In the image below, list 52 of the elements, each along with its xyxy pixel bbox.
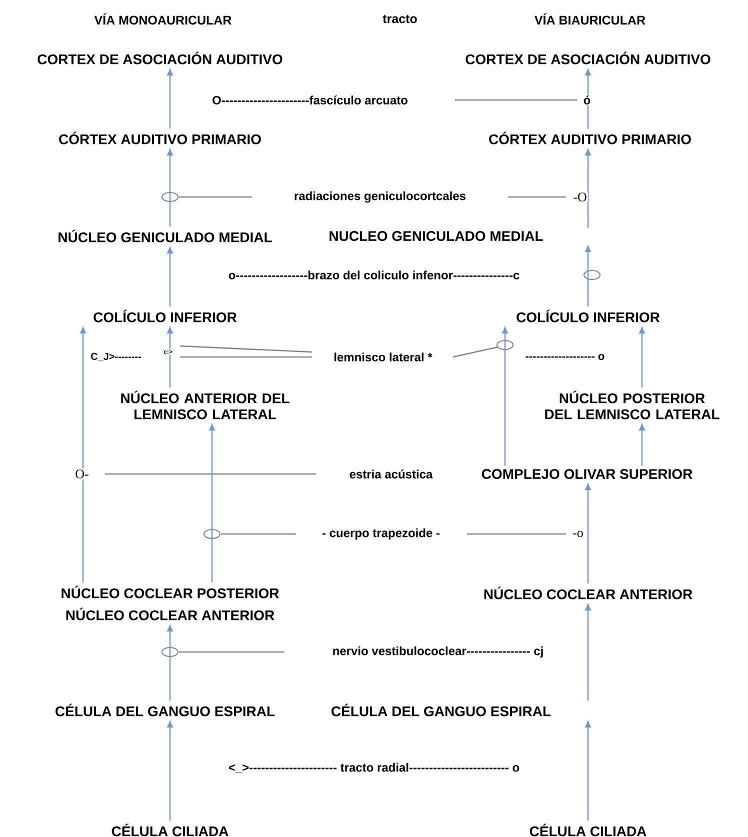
arrow bbox=[167, 247, 173, 307]
tract-label: estria acústica bbox=[348, 468, 434, 480]
tract-label: VÍA MONOAURICULAR bbox=[93, 12, 233, 26]
station-label: COLÍCULO INFERIOR bbox=[94, 310, 237, 322]
tract-label: o------------------brazo del coliculo infenor---------------c bbox=[227, 270, 521, 280]
station-label: COMPLEJO OLIVAR SUPERIOR bbox=[482, 469, 692, 479]
arrow bbox=[167, 69, 173, 129]
station-label: NÚCLEO COCLEAR ANTERIOR bbox=[484, 586, 692, 600]
tract-label: lemnisco lateral * bbox=[332, 352, 434, 362]
arrow bbox=[585, 69, 591, 129]
arrow bbox=[585, 149, 591, 228]
arrow bbox=[585, 604, 591, 701]
tract-label: tracto bbox=[382, 14, 418, 24]
station-label: CORTEX DE ASOCIACIÓN AUDITIVO bbox=[38, 52, 282, 64]
arrow bbox=[167, 721, 173, 821]
tract-label: - cuerpo trapezoide - bbox=[321, 527, 441, 541]
arrow bbox=[502, 327, 508, 466]
arrow bbox=[167, 327, 173, 388]
tract-label: nervio vestibulococlear---------------- cj bbox=[331, 645, 545, 659]
station-label: CORTEX DE ASOCIACIÓN AUDITIVO bbox=[466, 52, 710, 64]
tract-label: -o bbox=[572, 530, 584, 538]
tract-label: O- bbox=[74, 468, 90, 480]
arrow bbox=[639, 424, 645, 466]
tract-label: VÍA BIAURICULAR bbox=[533, 12, 647, 26]
arrow bbox=[585, 484, 591, 584]
tract-label: ó bbox=[582, 94, 592, 106]
station-label: NÚCLEO GENICULADO MEDIAL bbox=[58, 230, 272, 242]
tract-label: radiaciones geniculocortcales bbox=[292, 190, 468, 204]
arrow bbox=[167, 149, 173, 227]
station-label: CÉLULA CILIADA bbox=[530, 824, 646, 836]
station-label: NUCLEO GENICULADO MEDIAL bbox=[330, 231, 543, 241]
station-label: CÓRTEX AUDITIVO PRIMARIO bbox=[489, 132, 691, 144]
station-label: CÉLULA CILIADA bbox=[112, 824, 228, 836]
station-label: CÓRTEX AUDITIVO PRIMARIO bbox=[59, 132, 261, 144]
station-label: NÚCLEO POSTERIOR DEL LEMNISCO LATERAL bbox=[545, 390, 720, 420]
arrow bbox=[80, 327, 86, 583]
arrow bbox=[585, 246, 591, 307]
arrow bbox=[585, 721, 591, 821]
station-label: NÚCLEO COCLEAR POSTERIOR bbox=[62, 586, 279, 598]
station-label: NÚCLEO COCLEAR ANTERIOR bbox=[66, 608, 274, 620]
tract-label: ------------------- o bbox=[524, 353, 606, 362]
station-label: COLÍCULO INFERIOR bbox=[516, 310, 660, 322]
arrow bbox=[639, 327, 645, 388]
tract-label: -O bbox=[572, 192, 588, 202]
tract-label: O----------------------fascículo arcuato bbox=[211, 94, 409, 106]
station-label: NÚCLEO ANTERIOR DEL LEMNISCO LATERAL bbox=[121, 390, 290, 420]
station-label: CÉLULA DEL GANGUO ESPIRAL bbox=[56, 704, 275, 716]
arrow bbox=[167, 625, 173, 701]
arrow bbox=[209, 424, 215, 583]
tract-label: C_J>-------- bbox=[90, 352, 142, 362]
station-label: CÉLULA DEL GANGUO ESPIRAL bbox=[332, 704, 551, 716]
tract-label: <_>---------------------- tracto radial------------------------- o bbox=[227, 762, 521, 774]
